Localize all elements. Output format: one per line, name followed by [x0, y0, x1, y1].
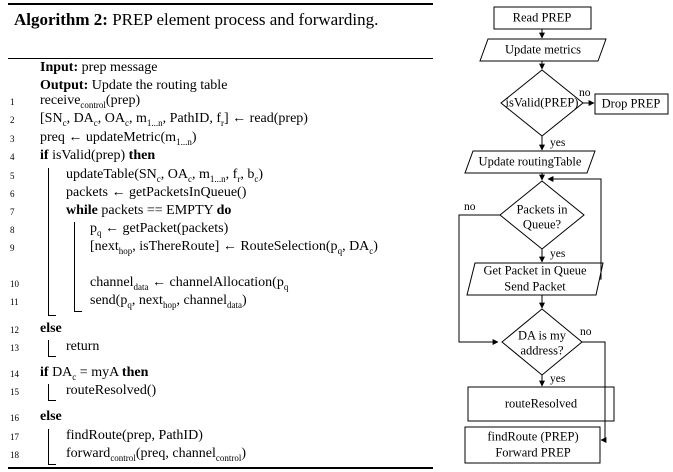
packets-label-line1: Packets in [516, 202, 568, 217]
update-metrics-label: Update metrics [504, 42, 582, 57]
drop-prep-label: Drop PREP [601, 96, 661, 111]
loop-back-line [547, 176, 602, 280]
while-scope-end [74, 311, 82, 312]
line-number: 5 [10, 171, 15, 181]
algo-line-12: else [40, 321, 62, 336]
is-valid-label: isValid(PREP) [505, 95, 579, 110]
line-number: 12 [10, 325, 19, 335]
algo-line-4: if isValid(prep) then [40, 148, 156, 163]
algo-line-3: preq ← updateMetric(m1...n) [40, 130, 197, 147]
algo-line-5: updateTable(SNc, OAc, m1...n, fr, bc) [66, 167, 263, 184]
title-rule [8, 58, 433, 59]
input-keyword: Input: [40, 60, 79, 75]
algo-line-9: [nexthop, isThereRoute] ← RouteSelection… [90, 239, 378, 256]
find-route-label-line2: Forward PREP [495, 445, 571, 460]
yes-label: yes [550, 373, 566, 385]
get-packet-label-line1: Get Packet in Queue [483, 263, 587, 278]
line-number: 1 [10, 97, 15, 107]
line-number: 11 [10, 297, 19, 307]
get-packet-label-line2: Send Packet [504, 279, 566, 294]
algo-line-2: [SNc, DAc, OAc, m1...n, PathID, fr] ← re… [40, 111, 308, 128]
algo-line-13: return [66, 339, 100, 354]
line-number: 15 [10, 387, 19, 397]
else-scope-bar [48, 340, 49, 357]
algo-line-6: packets ← getPacketsInQueue() [66, 185, 247, 200]
algorithm-title: Algorithm 2: PREP element process and fo… [14, 7, 434, 32]
find-route-label-line1: findRoute (PREP) [487, 429, 579, 444]
packets-label-line2: Queue? [522, 217, 562, 232]
output-line: Output: Update the routing table [40, 78, 227, 94]
output-keyword: Output: [40, 78, 89, 93]
line-number: 4 [10, 152, 15, 162]
read-prep-label: Read PREP [512, 10, 572, 25]
if2-scope-bar [48, 384, 49, 401]
algo-line-11: send(pq, nexthop, channeldata) [90, 293, 247, 310]
while-scope-bar [74, 222, 75, 312]
update-routing-label: Update routingTable [478, 154, 582, 169]
line-number: 9 [10, 243, 15, 253]
algo-line-14: if DAc = myA then [40, 365, 149, 382]
algo-line-15: routeResolved() [66, 383, 157, 398]
if2-scope-end [48, 400, 56, 401]
yes-label: yes [550, 248, 566, 260]
yes-label: yes [550, 137, 566, 149]
else-scope-end [48, 356, 56, 357]
da-no-line [582, 341, 607, 443]
flowchart-panel: Read PREP Update metrics isValid(PREP) n… [440, 0, 673, 472]
flowchart-svg [458, 6, 669, 464]
algo-line-8: pq ← getPacket(packets) [90, 221, 229, 238]
packets-no-line [458, 214, 500, 345]
line-number: 16 [10, 413, 19, 423]
else2-scope-bar [48, 429, 49, 465]
line-number: 3 [10, 134, 15, 144]
input-line: Input: prep message [40, 60, 157, 76]
line-number: 17 [10, 432, 19, 442]
update-metrics-shape [479, 38, 607, 62]
algo-line-1: receivecontrol(prep) [40, 93, 141, 110]
da-label-line2: address? [520, 343, 564, 358]
no-label: no [579, 87, 591, 99]
algorithm-title-text: PREP element process and forwarding. [107, 10, 379, 29]
no-label: no [580, 326, 592, 338]
top-rule [8, 3, 433, 5]
drop-prep-box [594, 93, 669, 115]
algo-line-18: forwardcontrol(preq, channelcontrol) [66, 446, 247, 463]
find-route-box [464, 426, 601, 464]
line-number: 2 [10, 115, 15, 125]
if-scope-end [48, 315, 56, 316]
if-scope-bar [48, 168, 49, 316]
algorithm-title-bold: Algorithm 2: [14, 10, 108, 29]
algorithm-panel: Algorithm 2: PREP element process and fo… [8, 3, 434, 469]
output-text: Update the routing table [88, 78, 228, 93]
algo-line-7: while packets == EMPTY do [66, 203, 232, 218]
algo-line-17: findRoute(prep, PathID) [66, 428, 203, 443]
line-number: 10 [10, 279, 19, 289]
update-routing-shape [464, 150, 596, 174]
algo-line-16: else [40, 409, 62, 424]
line-number: 8 [10, 225, 15, 235]
line-number: 14 [10, 369, 19, 379]
algo-line-10: channeldata ← channelAllocation(pq [90, 275, 289, 292]
line-number: 13 [10, 343, 19, 353]
line-number: 18 [10, 450, 19, 460]
route-resolved-label: routeResolved [504, 396, 578, 411]
input-text: prep message [78, 60, 158, 75]
else2-scope-end [48, 464, 56, 465]
route-resolved-box [467, 386, 615, 422]
no-label: no [464, 201, 476, 213]
line-number: 7 [10, 207, 15, 217]
get-packet-shape [466, 262, 604, 296]
bottom-rule [8, 467, 433, 469]
da-label-line1: DA is my [518, 328, 566, 343]
line-number: 6 [10, 189, 15, 199]
